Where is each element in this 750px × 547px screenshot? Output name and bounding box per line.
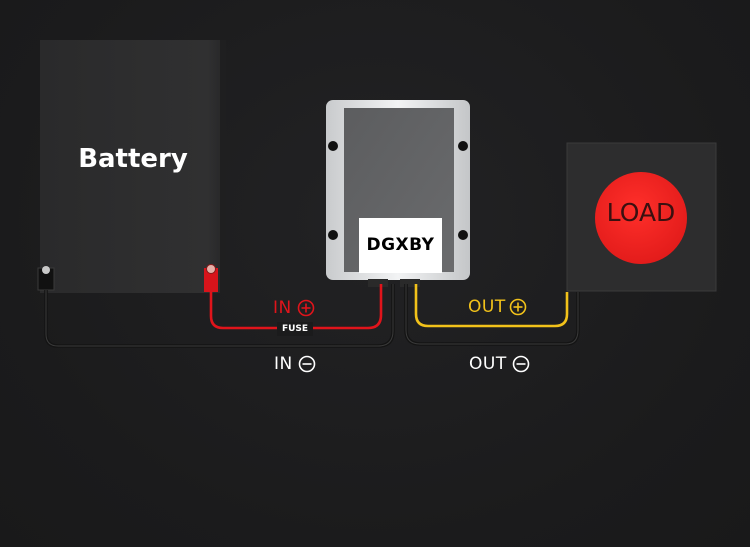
input-negative-wire <box>44 284 395 348</box>
mounting-hole-icon <box>458 230 468 240</box>
load <box>566 142 717 292</box>
converter-brand-label: DGXBY <box>359 218 442 273</box>
battery-label: Battery <box>78 144 188 174</box>
fuse-label: FUSE <box>277 322 313 336</box>
battery <box>37 40 226 293</box>
in-negative-symbol-icon <box>298 355 316 373</box>
out-negative-symbol-icon <box>512 355 530 373</box>
mounting-hole-icon <box>328 230 338 240</box>
battery-edge <box>220 40 226 293</box>
input-negative-wire-highlight <box>45 284 394 347</box>
in-positive-symbol-icon <box>297 299 315 317</box>
out-negative-label: OUT <box>469 354 507 374</box>
output-negative-wire-highlight <box>405 284 579 345</box>
out-positive-symbol-icon <box>509 298 527 316</box>
load-button <box>595 172 687 264</box>
in-positive-label: IN <box>273 298 292 318</box>
battery-positive-terminal <box>204 264 218 292</box>
mounting-hole-icon <box>458 141 468 151</box>
load-label: LOAD <box>606 198 676 227</box>
battery-body <box>40 40 226 293</box>
output-positive-wire <box>414 284 569 328</box>
battery-negative-terminal <box>37 266 55 291</box>
in-negative-label: IN <box>274 354 293 374</box>
output-cable-gland <box>400 279 420 287</box>
out-positive-label: OUT <box>468 297 506 317</box>
mounting-hole-icon <box>328 141 338 151</box>
input-cable-gland <box>368 279 388 287</box>
